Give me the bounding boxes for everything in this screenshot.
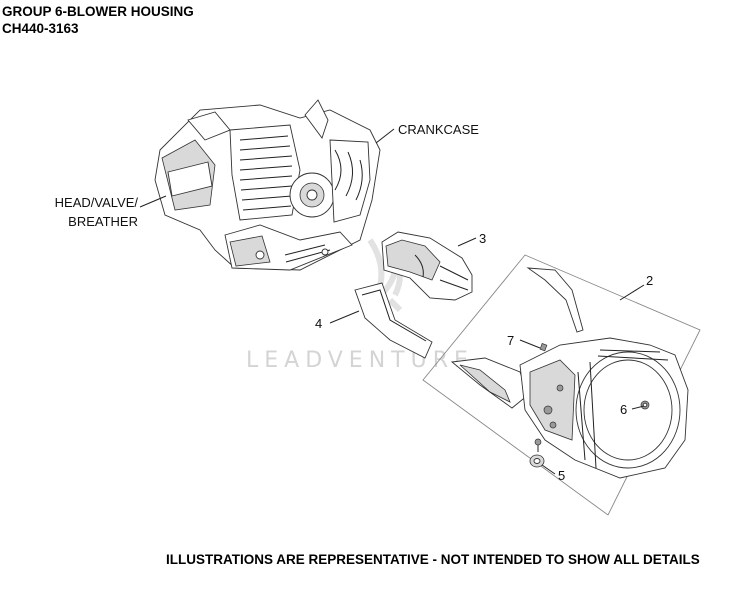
part-7-clip [539,343,548,352]
callout-5: 5 [558,468,565,483]
part-6-screw [640,400,650,410]
callout-crankcase: CRANKCASE [398,122,479,137]
part-5-grommet [529,438,545,468]
watermark-text: LEADVENTURE [246,348,474,373]
callout-head-valve-line1: HEAD/VALVE/ [55,195,139,210]
callout-2: 2 [646,273,653,288]
leader-head-valve-breather [139,195,167,208]
leader-5 [541,464,556,475]
callout-7: 7 [507,333,514,348]
callout-4: 4 [315,316,322,331]
leader-crankcase [375,128,395,144]
leader-3 [457,237,477,247]
part-2-group-box [422,254,701,516]
leader-4 [329,310,360,324]
leader-lines [139,128,645,475]
leader-6 [631,405,645,410]
leader-7 [519,339,541,349]
part-3-air-guide [381,231,473,301]
leader-2 [619,284,645,301]
callout-6: 6 [620,402,627,417]
part-2-blower-housing [450,267,689,479]
group-title: GROUP 6-BLOWER HOUSING [2,4,194,19]
callout-head-valve-line2: BREATHER [68,214,138,229]
callout-3: 3 [479,231,486,246]
engine-assembly-illustration [154,99,381,271]
model-number: CH440-3163 [2,21,79,36]
part-4-baffle [354,282,433,359]
disclaimer-footer: ILLUSTRATIONS ARE REPRESENTATIVE - NOT I… [166,552,700,567]
watermark: LEADVENTURE [246,238,474,373]
